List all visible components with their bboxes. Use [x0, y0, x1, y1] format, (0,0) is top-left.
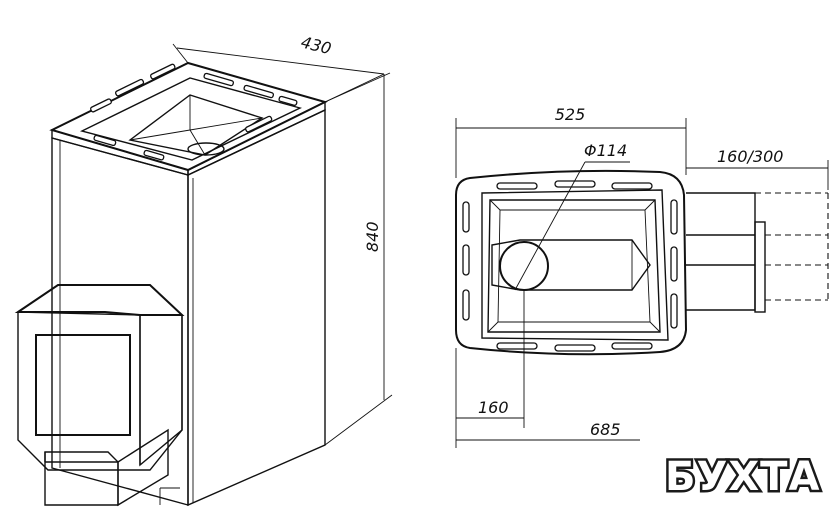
brand-logo: БУХТА: [663, 452, 822, 503]
brand-logo-text: БУХТА: [665, 454, 820, 500]
tank-extension: [686, 192, 829, 313]
stove-inner-well: [128, 94, 264, 156]
plan-inner-box: [487, 199, 661, 333]
plan-slots: [462, 180, 678, 352]
firebox-door: [14, 284, 185, 507]
stove-plan-view: 525 Φ114 160/300 160 685: [455, 105, 829, 448]
dim-label-430: 430: [299, 32, 333, 58]
dim-685: 685: [455, 420, 640, 448]
top-frame-slots: [90, 63, 298, 161]
ash-drawer: [44, 451, 119, 506]
stove-isometric-view: 430 840: [14, 32, 393, 507]
dim-label-160: 160: [478, 398, 509, 417]
plan-outer-frame: [455, 169, 688, 356]
dim-label-525: 525: [555, 105, 586, 124]
dim-840: 840: [324, 72, 393, 446]
dim-160-300: 160/300: [686, 147, 829, 190]
plan-baffle: [491, 239, 651, 291]
stove-front-face: [187, 108, 326, 507]
dim-label-160-300: 160/300: [717, 147, 783, 166]
door-glass: [35, 334, 131, 436]
dim-label-685: 685: [590, 420, 621, 439]
dim-160: 160: [455, 290, 525, 428]
dim-label-diameter: Φ114: [584, 141, 627, 160]
chimney-hole: [499, 241, 549, 291]
dim-label-840: 840: [363, 221, 382, 252]
dim-diameter: Φ114: [514, 141, 630, 291]
dim-525: 525: [455, 105, 687, 178]
